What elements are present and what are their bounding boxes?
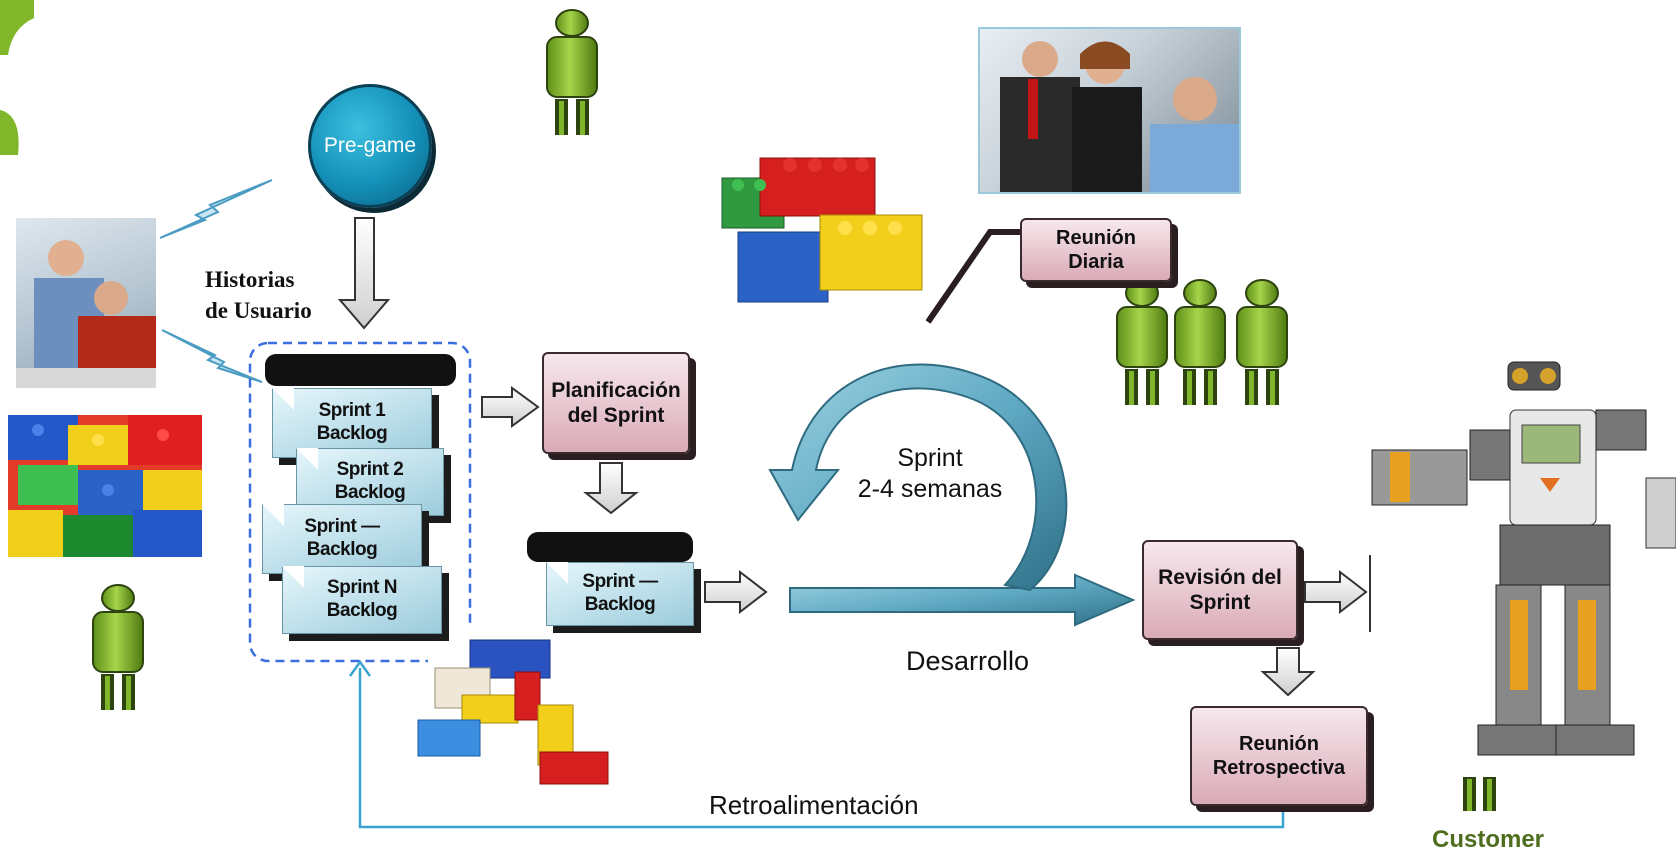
- sprint-backlog-block: Sprint — Backlog: [546, 562, 694, 626]
- sprint-cycle-arrow-icon: [768, 363, 1136, 627]
- arrow-planning-down-icon: [583, 462, 639, 515]
- customer-legs-icon: [1463, 777, 1496, 811]
- sprint-cycle-label: Sprint 2-4 semanas: [857, 444, 1003, 504]
- feedback-arrowhead-icon: [348, 659, 372, 677]
- lego-bricks-cluster-icon: [721, 157, 923, 303]
- lego-bricks-pile-icon: [417, 628, 609, 785]
- feedback-line: [358, 668, 1285, 829]
- pregame-label: Pre-game: [323, 134, 417, 157]
- product-backlog-group: [248, 341, 472, 663]
- lego-bricks-photo: [8, 415, 202, 557]
- person-icon-product-owner: [546, 9, 598, 136]
- person-icon-stakeholder: [92, 584, 144, 711]
- person-icon-team-1: [1116, 279, 1168, 406]
- team-meeting-photo: [978, 27, 1241, 194]
- arrow-revision-right-icon: [1304, 569, 1368, 615]
- product-backlog-title-bar: [268, 357, 453, 383]
- backlog-block-sprint-dash: Sprint — Backlog: [262, 504, 422, 574]
- arrow-pregame-down-icon: [337, 217, 391, 330]
- customer-label: Customer: [1432, 826, 1545, 853]
- arrow-to-planning-icon: [481, 386, 540, 428]
- robot-image-icon: [1371, 361, 1676, 756]
- pregame-circle: Pre-game: [308, 84, 432, 208]
- backlog-block-sprint-n: Sprint N Backlog: [282, 566, 442, 634]
- arrow-revision-down-icon: [1260, 647, 1316, 697]
- daily-connector-line: [925, 229, 1025, 324]
- planificacion-box: Planificación del Sprint: [542, 352, 690, 454]
- business-people-photo: [16, 218, 156, 388]
- revision-sprint-box: Revisión del Sprint: [1142, 540, 1298, 640]
- lightning-bolt-bottom-icon: [161, 329, 263, 383]
- sprint-backlog-title-bar: [530, 535, 690, 559]
- partial-logo-icon: [0, 0, 34, 155]
- lightning-bolt-top-icon: [159, 179, 273, 239]
- historias-label: Historias de Usuario: [205, 267, 312, 324]
- desarrollo-label: Desarrollo: [906, 646, 1030, 676]
- backlog-block-sprint-1: Sprint 1 Backlog: [272, 388, 432, 458]
- arrow-to-development-icon: [704, 569, 768, 615]
- retroalimentacion-label: Retroalimentación: [709, 790, 919, 820]
- person-icon-team-2: [1174, 279, 1226, 406]
- reunion-diaria-box: Reunión Diaria: [1020, 218, 1172, 282]
- retrospectiva-box: Reunión Retrospectiva: [1190, 706, 1368, 806]
- person-icon-team-3: [1236, 279, 1288, 406]
